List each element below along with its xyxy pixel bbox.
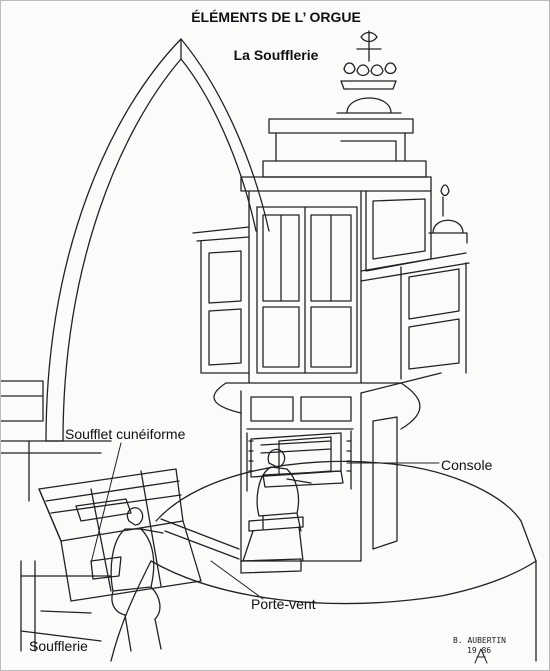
gothic-arch [45,38,270,442]
right-tower [360,184,470,380]
artist-monogram [474,648,488,664]
label-wind-trunk: Porte-vent [251,596,316,612]
blower-figure [110,507,164,652]
label-wedge-bellows: Soufflet cunéiforme [65,426,186,442]
console-base [240,390,398,562]
signature-date: 19 86 [467,646,492,655]
wind-trunk [160,518,240,560]
wedge-bellows [38,468,202,602]
leader-lines [90,442,440,600]
crown-finial [336,30,402,114]
label-console: Console [441,457,493,473]
lower-corbel [213,372,442,430]
main-case [248,190,362,384]
label-blower-room: Soufflerie [29,638,88,654]
leader-wedge-bellows [90,442,122,564]
left-pillar [1,380,112,502]
page-subtitle: La Soufflerie [233,47,319,63]
leader-wind-trunk [210,560,264,600]
blower-room-frame [20,560,112,652]
signature-name: B. AUBERTIN [453,636,506,645]
left-flank-tower [192,226,250,374]
upper-cornice [240,118,432,192]
organist-figure [240,448,312,574]
page-title: ÉLÉMENTS DE L’ ORGUE [191,9,361,25]
artist-signature: B. AUBERTIN 19 86 [453,636,506,656]
